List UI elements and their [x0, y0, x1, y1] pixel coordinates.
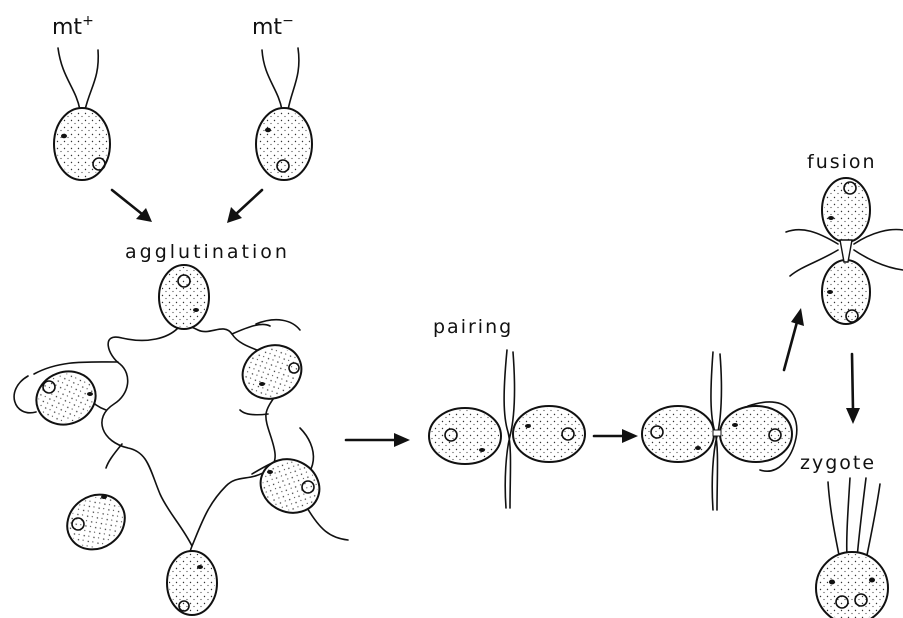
cluster-cell-upper-right: [234, 336, 310, 408]
arrow-pairing-to-joined: [594, 429, 638, 443]
arrow-mt-minus-to-agglutination: [227, 190, 262, 223]
arrow-joined-to-fusion: [784, 308, 804, 370]
agglutination-cluster: [14, 306, 348, 566]
arrow-fusion-to-zygote: [846, 354, 860, 424]
fusion-cells: [786, 178, 903, 324]
pairing-pair: [429, 350, 585, 508]
mt-minus-gamete: [256, 48, 312, 180]
cluster-cell-upper-left: [29, 363, 103, 432]
mt-plus-label: mt+: [52, 13, 94, 40]
arrow-agglutination-to-pairing: [346, 433, 410, 447]
mt-minus-label: mt−: [252, 13, 294, 40]
agglutination-label: agglutination: [125, 241, 290, 263]
cluster-cell-lower-left: [57, 483, 136, 560]
cluster-cell-top: [159, 265, 209, 329]
cluster-cell-lower-right: [252, 450, 328, 522]
joined-pair: [642, 352, 797, 510]
cluster-cell-bottom: [167, 551, 217, 615]
zygote-label: zygote: [800, 452, 876, 474]
zygote-cell: [816, 478, 888, 618]
pairing-label: pairing: [433, 316, 513, 338]
mt-plus-gamete: [54, 48, 110, 180]
arrow-mt-plus-to-agglutination: [112, 190, 152, 222]
fusion-label: fusion: [807, 151, 877, 173]
